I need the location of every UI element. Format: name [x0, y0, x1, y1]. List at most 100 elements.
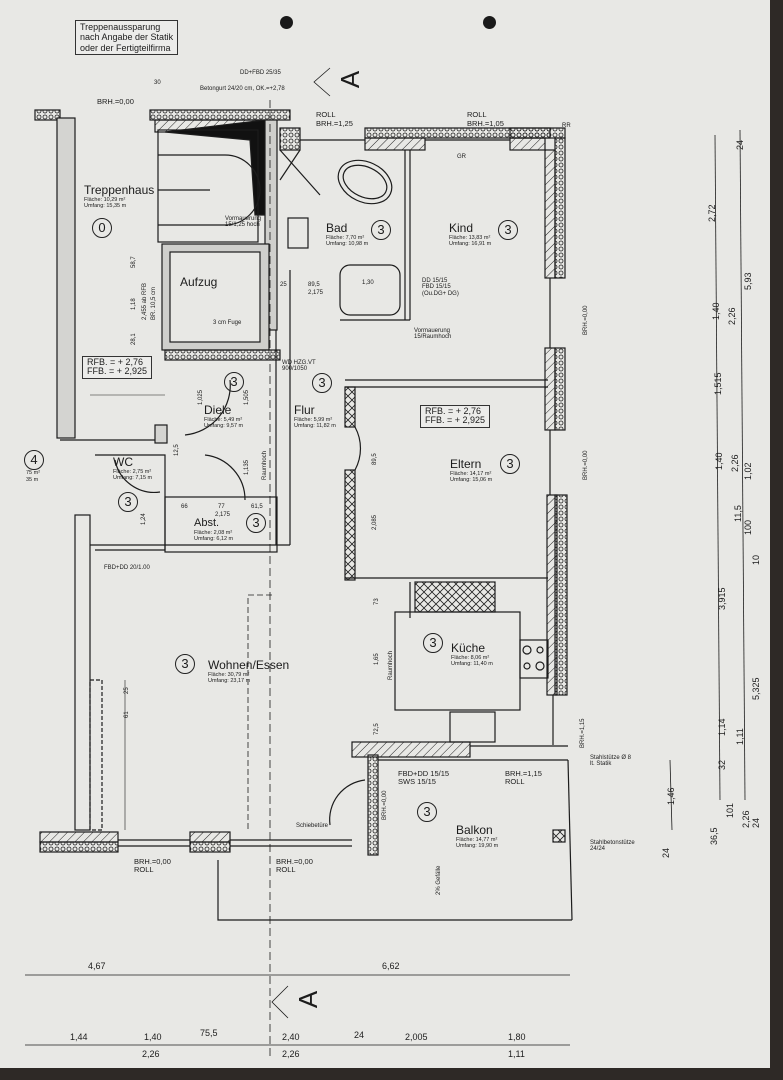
dim: 1,46 — [666, 787, 676, 805]
room-name: Eltern — [450, 457, 482, 471]
ffb-level: FFB. = + 2,925 — [425, 415, 486, 426]
room-perimeter: 19,90 m — [478, 843, 499, 850]
room-aufzug: Aufzug — [180, 275, 218, 289]
dim: 1,02 — [743, 462, 753, 480]
dim: 2,26 — [142, 1049, 160, 1059]
room-area: 10,29 m² — [103, 196, 126, 203]
rfb-level: RFB. = + 2,76 — [87, 357, 144, 367]
room-number: 3 — [500, 454, 520, 474]
dim: 2,175 — [308, 290, 324, 296]
note-aufzug-rfb: 2,455 ab RFB — [142, 282, 148, 320]
dim: 24 — [751, 817, 761, 828]
perimeter-label: Umfang: — [450, 477, 471, 484]
dim: 1,30 — [362, 280, 374, 286]
dim: 72,5 — [374, 723, 380, 735]
dim: 25 — [280, 282, 287, 288]
note-roll: ROLL — [316, 110, 336, 119]
dim: 73 — [374, 598, 380, 605]
floor-plan-drawing — [25, 67, 746, 1060]
dim: 12,5 — [174, 444, 180, 456]
note-vormauerung: Vormauerung 15/1,25 hoch — [225, 216, 262, 229]
dim: 25 — [124, 687, 130, 694]
room-perimeter: 7,15 m — [135, 475, 153, 482]
note-brh-kueche: BRH.=1,15 — [580, 718, 586, 748]
dim: 4,67 — [88, 961, 106, 971]
note-brh: BRH.=0,00 — [97, 97, 134, 106]
note-brh: BRH.=1,05 — [467, 119, 504, 128]
perimeter-label: Umfang: — [194, 536, 215, 543]
dim: 24 — [354, 1030, 365, 1040]
note-line: BRH.=0,00 — [276, 857, 313, 866]
dim: 32 — [717, 759, 727, 770]
dim: 77 — [218, 504, 225, 510]
dim: 24 — [661, 847, 671, 858]
perimeter-label: Umfang: — [208, 678, 229, 685]
dim: 1,515 — [713, 372, 723, 395]
note-line: 15/Raumhoch — [414, 334, 452, 341]
note-brh-eltern: BRH.=0,00 — [583, 450, 589, 480]
note-line: Stahlstütze Ø 8 — [590, 755, 632, 761]
area-label: Fläche: — [326, 234, 345, 241]
room-number: 4 — [24, 450, 44, 470]
dim: 10 — [751, 554, 761, 565]
dim: 2,085 — [372, 514, 378, 530]
callout-line: oder der Fertigteilfirma — [80, 42, 171, 53]
room-area: 2,75 m² — [132, 468, 152, 475]
dim: 2,26 — [727, 307, 737, 325]
note-line: 24/24 — [590, 846, 606, 853]
room-number: 3 — [246, 513, 266, 533]
rfb-level: RFB. = + 2,76 — [425, 406, 482, 416]
callout-line: Treppenaussparung — [80, 22, 161, 32]
note-line: 900/1050 — [282, 366, 308, 373]
room-perimeter: 11,82 m — [316, 423, 336, 430]
note-line: WD HZG.VT — [282, 360, 316, 366]
room-name: Wohnen/Essen — [208, 658, 290, 672]
room-name: Flur — [294, 403, 315, 417]
dim: 28,1 — [131, 333, 137, 345]
area-label: Fläche: — [208, 671, 227, 678]
room-number: 3 — [118, 492, 138, 512]
room-name: Diele — [204, 403, 232, 417]
note-raumhoch: Raumhoch — [388, 650, 394, 680]
dim: 3,915 — [717, 587, 727, 610]
room-area: 8,06 m² — [470, 654, 490, 661]
stair-opening-callout: Treppenaussparung nach Angabe der Statik… — [75, 20, 179, 56]
note-brh: BRH.=1,25 — [316, 119, 353, 128]
note-raumhoch: Raumhoch — [262, 450, 268, 480]
room-area: 14,77 m² — [475, 836, 498, 843]
dim: 1,18 — [131, 298, 137, 310]
note-gefaelle: 2% Gefälle — [436, 865, 442, 895]
dim: 24 — [735, 139, 745, 150]
room-name: Balkon — [456, 823, 493, 837]
note-fbd-wc: FBD+DD 20/1.00 — [104, 565, 150, 571]
dim: 5,325 — [751, 677, 761, 700]
note-line: DD 15/15 — [422, 278, 448, 284]
dim: 1,80 — [508, 1032, 526, 1042]
note-dd-fbd: DD+FBD 25/35 — [240, 70, 281, 76]
room-number: 3 — [175, 654, 195, 674]
note-line: ROLL — [505, 776, 525, 786]
note-line: Stahlbetonstütze — [590, 840, 635, 846]
dim: 75,5 — [200, 1028, 218, 1038]
room-number: 3 — [224, 372, 244, 392]
area-label: Fläche: — [294, 416, 313, 423]
room-number: 3 — [498, 220, 518, 240]
dim: 36,5 — [709, 827, 719, 845]
room-name: Abst. — [194, 517, 220, 529]
dim: 6,62 — [382, 961, 400, 971]
dim: 5,93 — [743, 272, 753, 290]
room-area: 75 m² — [26, 470, 41, 476]
room-area: 30,79 m² — [227, 671, 250, 678]
room-number: 3 — [423, 633, 443, 653]
